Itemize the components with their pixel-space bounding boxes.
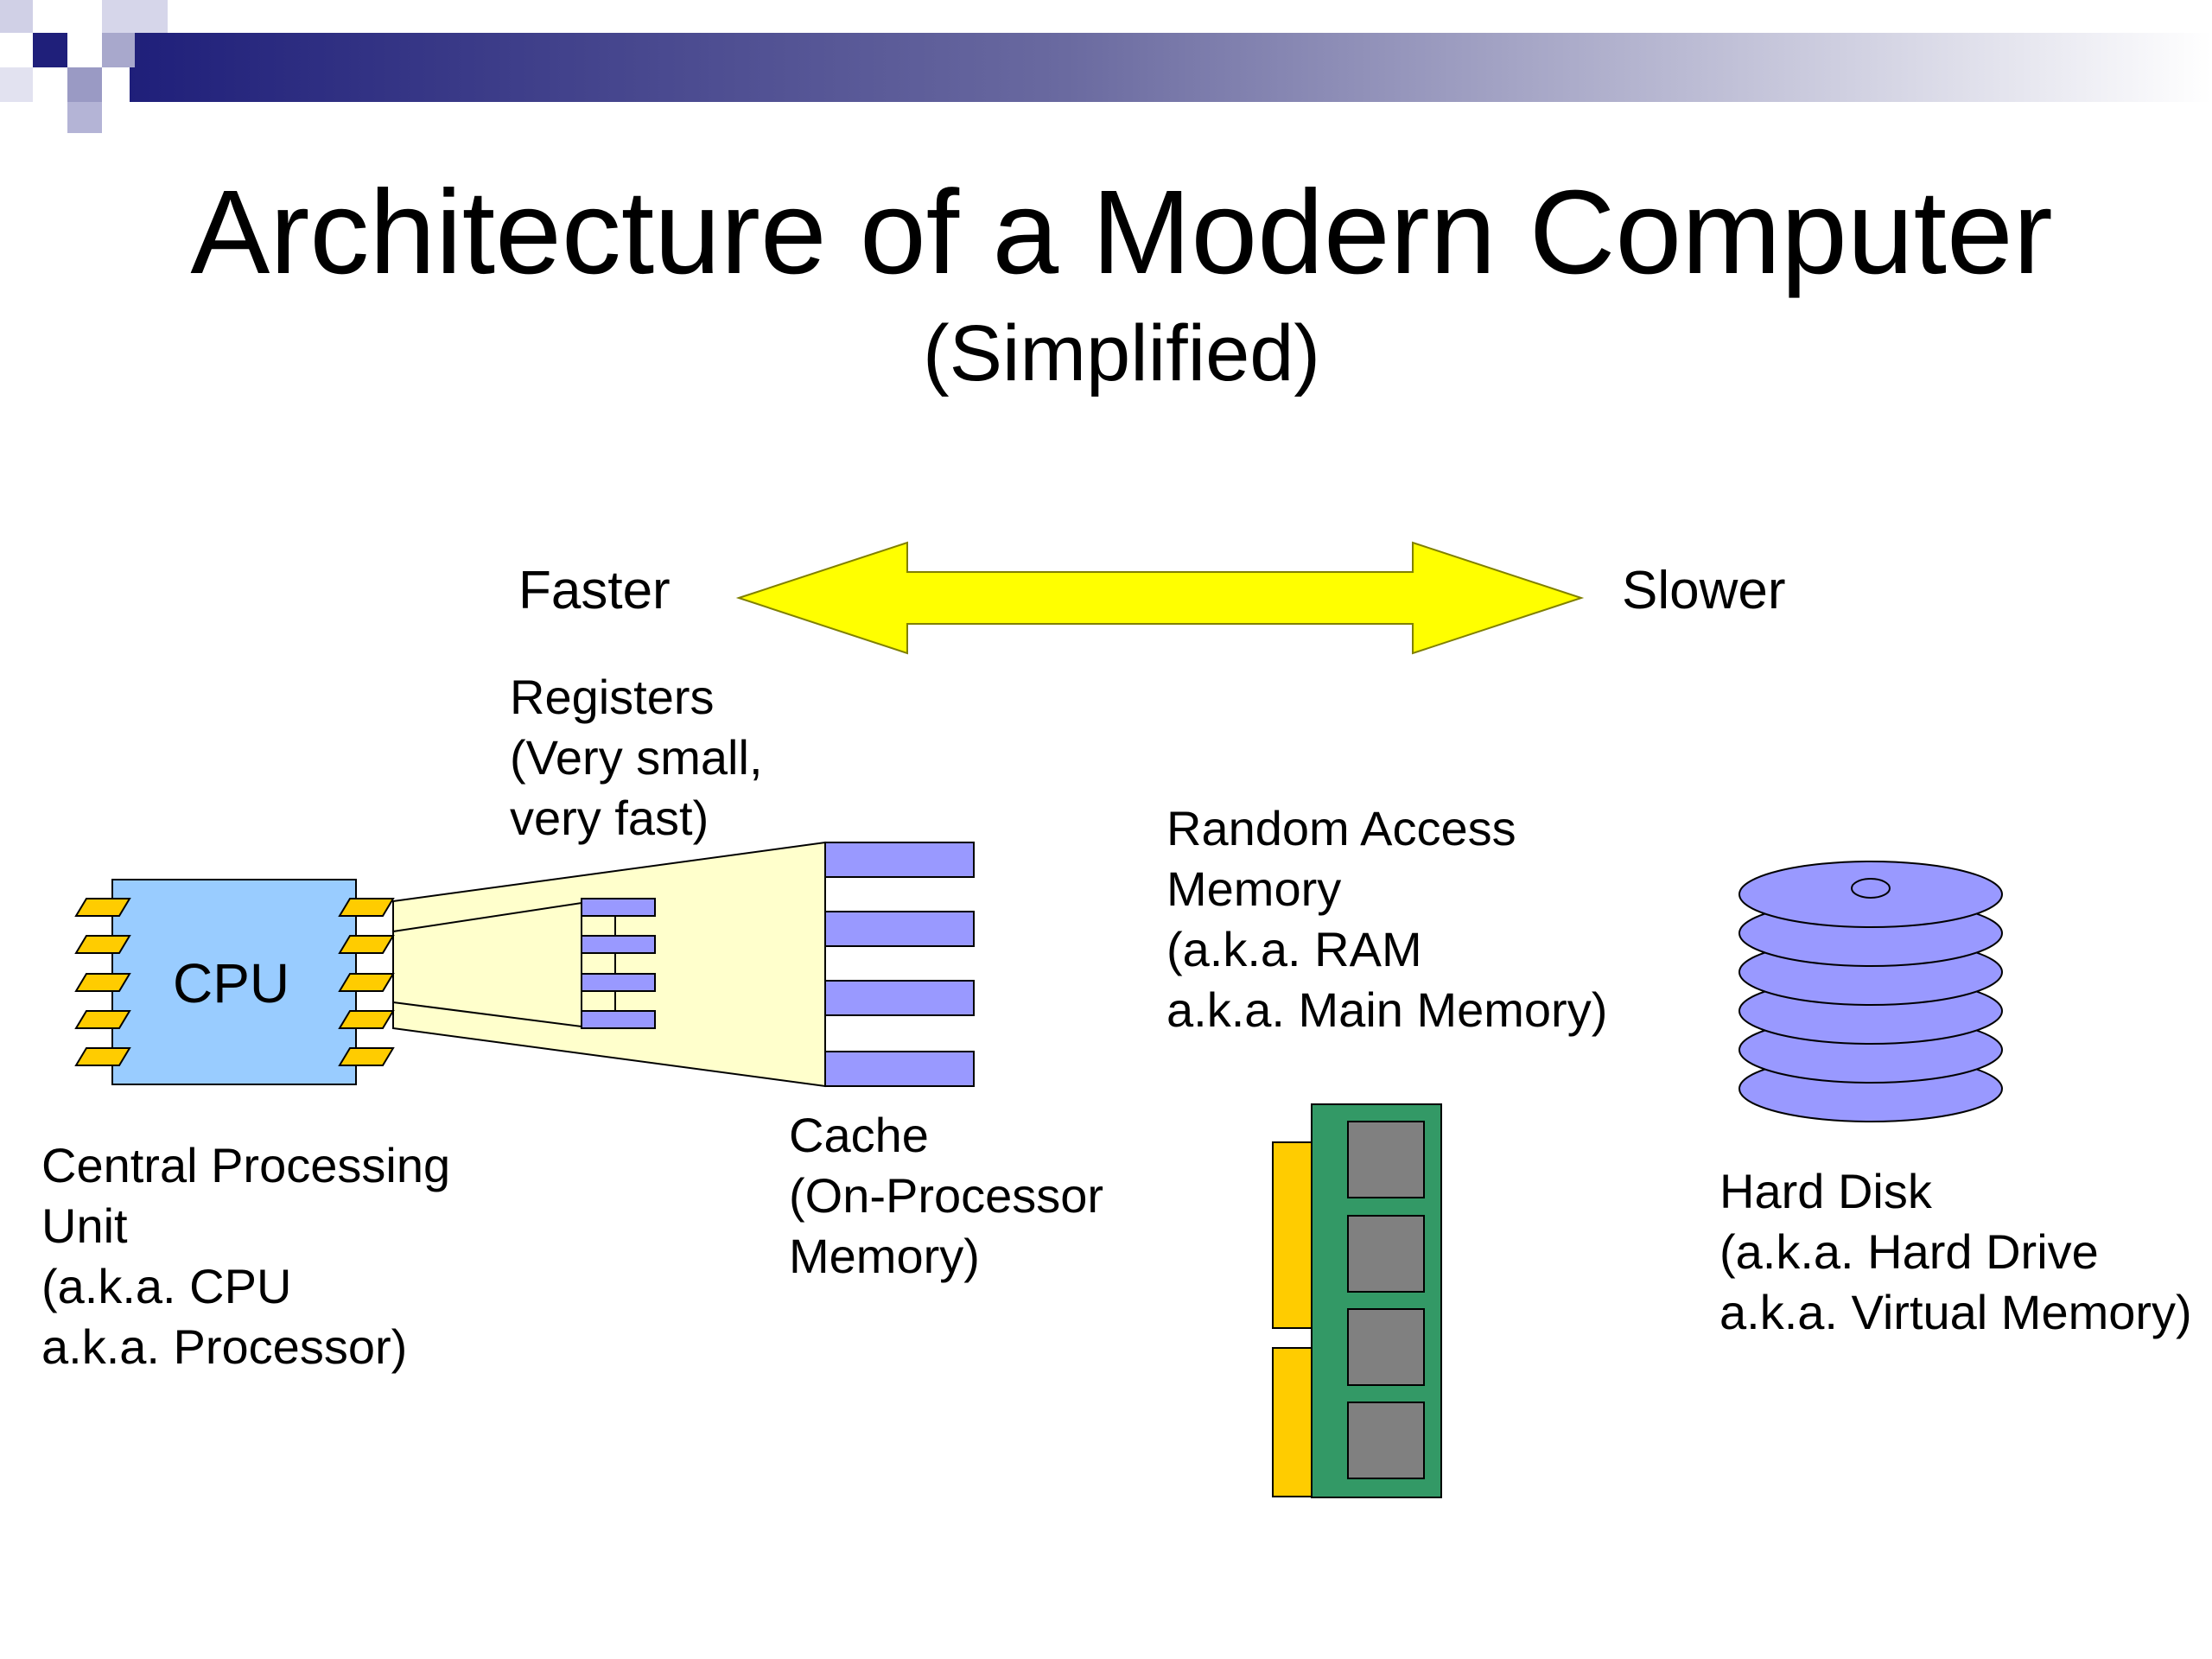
- header-decoration: [0, 0, 2212, 133]
- cpu-pin: [338, 1010, 395, 1029]
- cpu-line-2: Unit: [41, 1198, 128, 1253]
- cpu-line-1: Central Processing: [41, 1138, 450, 1192]
- speed-double-arrow: [735, 541, 1585, 655]
- header-square-mid-1: [67, 67, 102, 102]
- ram-contact: [1272, 1347, 1313, 1497]
- cache-line-2: (On-Processor: [789, 1168, 1103, 1223]
- cpu-pin: [74, 1010, 131, 1029]
- header-square-light-1: [0, 0, 33, 33]
- ram-line-4: a.k.a. Main Memory): [1166, 982, 1607, 1037]
- cache-bar: [824, 911, 975, 947]
- cpu-pin: [338, 935, 395, 954]
- cpu-caption: Central Processing Unit (a.k.a. CPU a.k.…: [41, 1138, 450, 1374]
- ram-line-2: Memory: [1166, 861, 1341, 916]
- page-title: Architecture of a Modern Computer: [190, 166, 2052, 299]
- ram-module-icon: [1272, 1103, 1442, 1498]
- cache-line-1: Cache: [789, 1108, 929, 1162]
- disk-spindle-hole: [1851, 878, 1891, 899]
- register-bar: [581, 973, 656, 992]
- cache-bar: [824, 980, 975, 1016]
- register-bar: [581, 1010, 656, 1029]
- registers-line-3: very fast): [510, 791, 709, 845]
- registers-caption: Registers (Very small, very fast): [510, 670, 763, 845]
- header-square-light-3: [102, 33, 135, 67]
- cpu-pin: [74, 1047, 131, 1066]
- cpu-chip-icon: CPU: [74, 879, 395, 1085]
- cpu-pin: [74, 935, 131, 954]
- ram-chip: [1347, 1215, 1425, 1293]
- cpu-pins-right: [338, 898, 395, 1066]
- register-bar: [581, 898, 656, 917]
- registers-line-1: Registers: [510, 670, 715, 724]
- cache-bar: [824, 842, 975, 878]
- cpu-chip-label: CPU: [173, 952, 289, 1014]
- cpu-pin: [338, 973, 395, 992]
- ram-chip: [1347, 1121, 1425, 1198]
- register-bars: [581, 898, 656, 1029]
- header-square-light-2: [102, 0, 168, 33]
- header-square-dark: [33, 33, 67, 67]
- registers-line-2: (Very small,: [510, 730, 763, 785]
- cache-bars: [824, 842, 975, 1087]
- cpu-pin: [74, 898, 131, 917]
- ram-line-1: Random Access: [1166, 801, 1516, 855]
- cache-caption: Cache (On-Processor Memory): [789, 1108, 1103, 1283]
- slower-label: Slower: [1622, 561, 1786, 620]
- cache-line-3: Memory): [789, 1229, 980, 1283]
- cpu-pins-left: [74, 898, 131, 1066]
- cpu-pin: [338, 898, 395, 917]
- ram-line-3: (a.k.a. RAM: [1166, 922, 1422, 976]
- header-square-mid-2: [67, 102, 102, 133]
- ram-caption: Random Access Memory (a.k.a. RAM a.k.a. …: [1166, 801, 1607, 1037]
- hard-disk-line-2: (a.k.a. Hard Drive: [1719, 1224, 2099, 1279]
- page-subtitle: (Simplified): [923, 309, 1320, 397]
- hard-disk-icon: [1738, 861, 2003, 1122]
- cpu-line-3: (a.k.a. CPU: [41, 1259, 291, 1313]
- ram-chip: [1347, 1402, 1425, 1479]
- header-square-light-4: [0, 67, 33, 102]
- ram-contact: [1272, 1141, 1313, 1329]
- ram-chip: [1347, 1308, 1425, 1386]
- cache-fan: [392, 841, 826, 1088]
- hard-disk-caption: Hard Disk (a.k.a. Hard Drive a.k.a. Virt…: [1719, 1164, 2192, 1339]
- cpu-pin: [338, 1047, 395, 1066]
- register-bar: [581, 935, 656, 954]
- hard-disk-line-3: a.k.a. Virtual Memory): [1719, 1285, 2192, 1339]
- header-gradient-bar: [130, 33, 2212, 102]
- cpu-pin: [74, 973, 131, 992]
- faster-label: Faster: [518, 561, 671, 620]
- hard-disk-line-1: Hard Disk: [1719, 1164, 1933, 1218]
- cache-bar: [824, 1051, 975, 1087]
- cpu-line-4: a.k.a. Processor): [41, 1319, 407, 1374]
